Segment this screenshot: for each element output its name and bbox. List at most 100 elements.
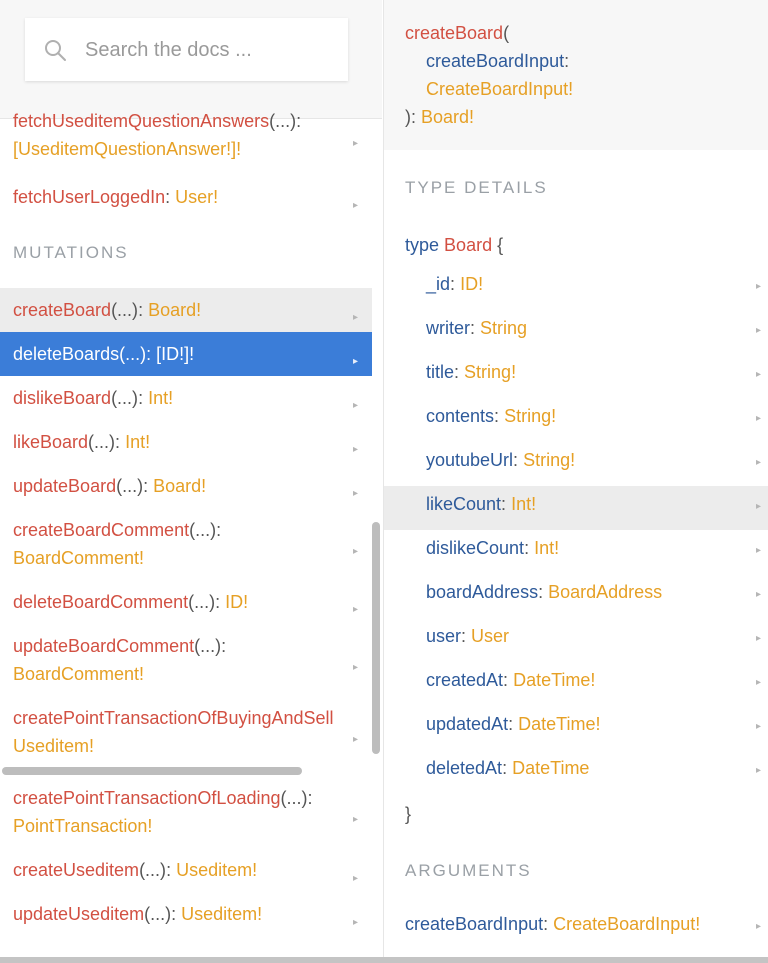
- list-item-createBoard[interactable]: createBoard(...): Board! ▸: [0, 288, 372, 332]
- signature-arg-name: createBoardInput: [426, 51, 565, 71]
- field-type[interactable]: DateTime!: [518, 714, 601, 734]
- field-type[interactable]: Useditem!: [181, 904, 263, 924]
- type-declaration: type Board {: [405, 231, 503, 259]
- field-type[interactable]: PointTransaction!: [13, 816, 153, 836]
- type-field-createdAt[interactable]: createdAt: DateTime! ▸: [426, 670, 761, 690]
- chevron-right-icon: ▸: [755, 633, 761, 644]
- type-field-writer[interactable]: writer: String ▸: [426, 318, 761, 338]
- type-field-boardAddress[interactable]: boardAddress: BoardAddress ▸: [426, 582, 761, 602]
- args-ellipsis: (...): [280, 788, 308, 808]
- field-type[interactable]: DateTime!: [513, 670, 596, 690]
- field-type[interactable]: String: [480, 318, 528, 338]
- field-name: deleteBoards: [13, 344, 120, 364]
- colon: :: [138, 300, 144, 320]
- field-type[interactable]: BoardAddress: [548, 582, 663, 602]
- args-ellipsis: (...): [139, 860, 167, 880]
- chevron-right-icon: ▸: [755, 677, 761, 688]
- chevron-right-icon: ▸: [755, 765, 761, 776]
- list-item-updateBoardComment[interactable]: updateBoardComment(...):BoardComment! ▸: [0, 624, 372, 696]
- signature-arg-type[interactable]: CreateBoardInput!: [426, 79, 574, 99]
- field-type[interactable]: Int!: [148, 388, 174, 408]
- field-type[interactable]: Board!: [148, 300, 202, 320]
- section-title-type-details: TYPE DETAILS: [405, 178, 548, 197]
- colon: :: [296, 111, 302, 131]
- paren-open: (: [503, 23, 510, 43]
- list-item-dislikeBoard[interactable]: dislikeBoard(...): Int! ▸: [0, 376, 372, 420]
- field-type[interactable]: Board!: [153, 476, 207, 496]
- search-input[interactable]: [83, 30, 337, 70]
- field-type[interactable]: BoardComment!: [13, 548, 145, 568]
- list-item-deleteBoards[interactable]: deleteBoards(...): [ID!]! ▸: [0, 332, 372, 376]
- field-type[interactable]: String!: [504, 406, 557, 426]
- field-type[interactable]: [UseditemQuestionAnswer!]!: [13, 139, 242, 159]
- type-field-user[interactable]: user: User ▸: [426, 626, 761, 646]
- field-type[interactable]: ID!: [225, 592, 249, 612]
- chevron-right-icon: ▸: [352, 734, 358, 745]
- list-item-updateUseditem[interactable]: updateUseditem(...): Useditem! ▸: [0, 896, 372, 940]
- colon: :: [115, 432, 121, 452]
- paren-close: ):: [405, 107, 416, 127]
- field-name: boardAddress: [426, 582, 539, 602]
- vertical-scrollbar[interactable]: [372, 522, 380, 754]
- type-field-likeCount[interactable]: likeCount: Int! ▸: [384, 486, 768, 530]
- horizontal-scrollbar-bottom[interactable]: [0, 957, 768, 963]
- colon: :: [171, 904, 177, 924]
- field-type[interactable]: [ID!]!: [156, 344, 195, 364]
- field-name: deleteBoardComment: [13, 592, 189, 612]
- argument-type[interactable]: CreateBoardInput!: [553, 914, 701, 934]
- args-ellipsis: (...): [111, 388, 139, 408]
- brace-close: }: [405, 804, 412, 824]
- field-type[interactable]: User: [471, 626, 510, 646]
- field-type[interactable]: Useditem!: [176, 860, 258, 880]
- chevron-right-icon: ▸: [352, 917, 358, 928]
- list-item-fetchUseditemQuestionAnswers[interactable]: fetchUseditemQuestionAnswers(...): [Used…: [0, 111, 372, 178]
- search-box[interactable]: [25, 18, 348, 81]
- colon: :: [165, 187, 171, 207]
- args-ellipsis: (...): [189, 520, 217, 540]
- field-type[interactable]: Int!: [534, 538, 560, 558]
- argument-createBoardInput[interactable]: createBoardInput: CreateBoardInput! ▸: [384, 906, 768, 950]
- chevron-right-icon: ▸: [352, 873, 358, 884]
- field-type[interactable]: Useditem!: [13, 736, 95, 756]
- args-ellipsis: (...): [111, 300, 139, 320]
- list-item-likeBoard[interactable]: likeBoard(...): Int! ▸: [0, 420, 372, 464]
- type-field-dislikeCount[interactable]: dislikeCount: Int! ▸: [426, 538, 761, 558]
- field-name: dislikeBoard: [13, 388, 112, 408]
- type-field-_id[interactable]: _id: ID! ▸: [426, 274, 761, 294]
- type-field-updatedAt[interactable]: updatedAt: DateTime! ▸: [426, 714, 761, 734]
- field-type[interactable]: DateTime: [512, 758, 590, 778]
- type-field-title[interactable]: title: String! ▸: [426, 362, 761, 382]
- list-item-createPointTransactionOfLoading[interactable]: createPointTransactionOfLoading(...):Poi…: [0, 780, 372, 852]
- signature-return-type[interactable]: Board!: [421, 107, 475, 127]
- field-type[interactable]: String!: [464, 362, 517, 382]
- chevron-right-icon: ▸: [352, 662, 358, 673]
- chevron-right-icon: ▸: [755, 413, 761, 424]
- field-signature: createBoard( createBoardInput: CreateBoa…: [384, 0, 768, 150]
- field-type[interactable]: User!: [175, 187, 219, 207]
- args-ellipsis: (...): [116, 476, 144, 496]
- signature-arg-type-line: CreateBoardInput!: [426, 75, 573, 103]
- list-item-updateBoard[interactable]: updateBoard(...): Board! ▸: [0, 464, 372, 508]
- type-field-contents[interactable]: contents: String! ▸: [426, 406, 761, 426]
- list-item-deleteBoardComment[interactable]: deleteBoardComment(...): ID! ▸: [0, 580, 372, 624]
- field-type[interactable]: Int!: [125, 432, 151, 452]
- field-type[interactable]: String!: [523, 450, 576, 470]
- field-type[interactable]: Int!: [511, 494, 537, 514]
- type-field-youtubeUrl[interactable]: youtubeUrl: String! ▸: [426, 450, 761, 470]
- field-name: createdAt: [426, 670, 504, 690]
- list-item-createUseditem[interactable]: createUseditem(...): Useditem! ▸: [0, 852, 372, 896]
- field-type[interactable]: BoardComment!: [13, 664, 145, 684]
- horizontal-scrollbar[interactable]: [2, 767, 302, 775]
- field-type[interactable]: ID!: [460, 274, 484, 294]
- search-icon: [45, 40, 66, 61]
- colon: :: [564, 51, 570, 71]
- chevron-right-icon: ▸: [352, 200, 358, 211]
- field-name: createPointTransactionOfBuyingAndSell: [13, 708, 334, 728]
- field-name: _id: [426, 274, 451, 294]
- colon: :: [543, 914, 549, 934]
- list-item-fetchUserLoggedIn[interactable]: fetchUserLoggedIn: User! ▸: [0, 178, 372, 222]
- chevron-right-icon: ▸: [755, 589, 761, 600]
- type-field-deletedAt[interactable]: deletedAt: DateTime ▸: [426, 758, 761, 778]
- list-item-createBoardComment[interactable]: createBoardComment(...):BoardComment! ▸: [0, 508, 372, 580]
